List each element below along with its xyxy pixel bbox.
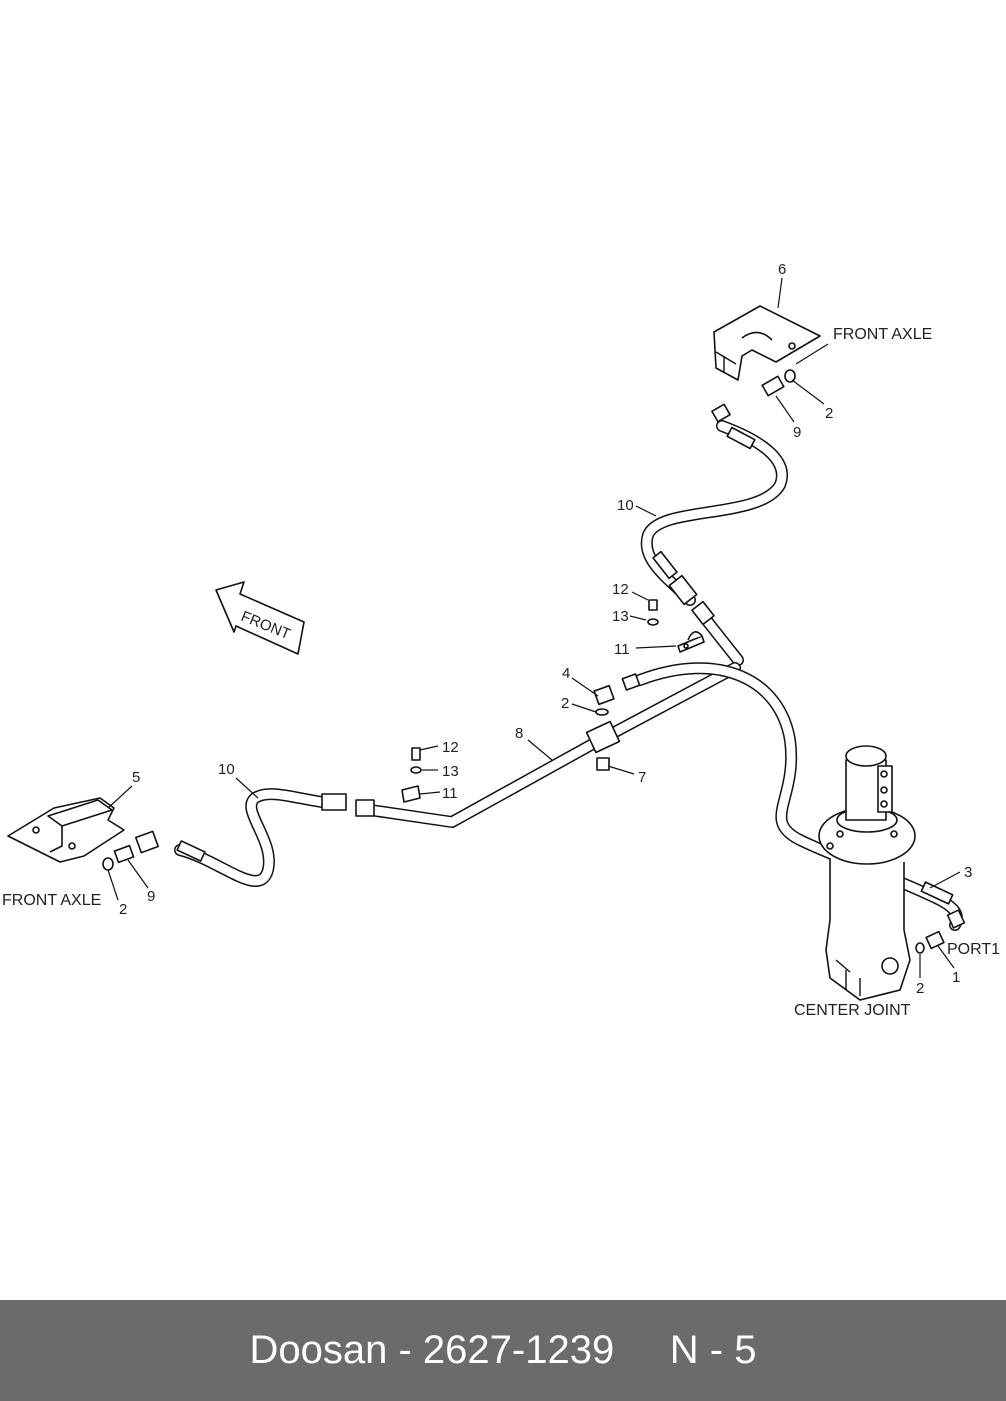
footer-page-ref: N - 5 [669,1328,757,1372]
fitting-9-right [711,369,796,423]
clamp-11-upper [677,631,705,653]
footer-banner: Doosan - 2627-1239 N - 5 [0,1300,1006,1401]
braided-section-left [176,840,206,862]
elbow-4 [593,673,641,716]
callout-1: 1 [952,969,960,986]
fitting-9-left [102,830,159,871]
callout-12-lower: 12 [442,739,459,756]
callout-12-upper: 12 [612,581,629,598]
bracket-6 [713,305,821,381]
callout-13-upper: 13 [612,608,629,625]
callout-3: 3 [964,864,972,881]
label-port1: PORT1 [947,941,1000,958]
fitting-hose-upper-end [668,574,715,626]
label-front-axle-left: FRONT AXLE [2,892,101,909]
hose-left [174,788,336,887]
callout-7: 7 [638,769,646,786]
callout-2-mid: 2 [561,695,569,712]
callout-2-upper: 2 [825,405,833,422]
center-joint-assembly [818,745,916,1001]
hose-upper-right [640,420,788,606]
footer-separator: - [387,1328,423,1372]
callout-5: 5 [132,769,140,786]
callout-11-lower: 11 [442,785,458,802]
front-direction-arrow: FRONT [215,581,305,655]
footer-part-number: 2627-1239 [422,1328,615,1372]
footer-brand: Doosan [249,1328,388,1372]
fitting-pipe-left [321,793,375,817]
bracket-5 [7,797,125,863]
fitting-1-port1 [915,909,966,954]
callout-10-upper: 10 [617,497,634,514]
footer-gap [614,1328,670,1373]
callout-9-lower: 9 [147,888,155,905]
leader-lines [107,277,961,978]
callout-9-upper: 9 [793,424,801,441]
callout-4: 4 [562,665,570,682]
callout-numbers: 6 2 9 10 12 13 11 4 2 8 7 12 13 11 5 10 … [119,261,972,997]
braided-section-center [920,881,954,905]
braided-section-upper [652,426,756,580]
callout-13-lower: 13 [442,763,459,780]
callout-11-upper: 11 [614,641,630,658]
label-center-joint: CENTER JOINT [794,1002,911,1019]
callout-2-center: 2 [916,980,924,997]
hose-to-center-joint [634,662,963,931]
clamp-11-lower [401,747,422,803]
pipe-main [364,662,741,828]
bolt-12-upper [647,599,659,626]
label-front-axle-right: FRONT AXLE [833,326,932,343]
hydraulic-line-diagram: FRONT [2,261,1000,1019]
tee-fitting [585,720,621,771]
callout-6: 6 [778,261,786,278]
callout-2-lower: 2 [119,901,127,918]
callout-8: 8 [515,725,523,742]
callout-10-lower: 10 [218,761,235,778]
